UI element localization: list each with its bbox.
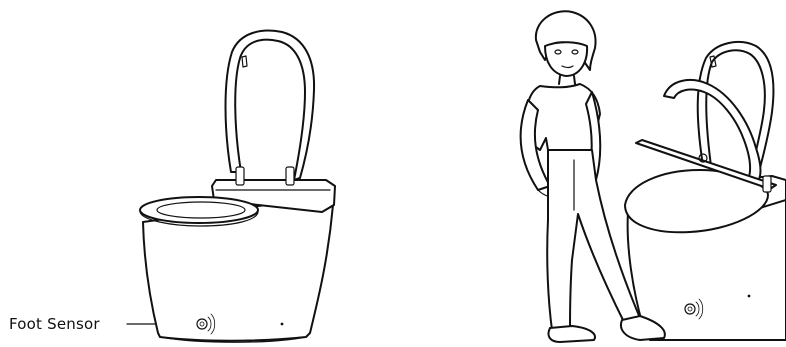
toilet-right [625, 42, 786, 340]
person-shoe-back [548, 326, 595, 342]
toilet-left-hinge-1 [236, 167, 244, 185]
person-face [545, 42, 587, 76]
toilet-left [127, 31, 335, 343]
toilet-left-hinge-2 [286, 167, 294, 185]
person-pants [547, 150, 640, 330]
toilet-right-dot [748, 295, 751, 298]
toilet-right-lid [698, 42, 774, 168]
toilet-left-lid [226, 31, 315, 180]
toilet-left-seat [140, 197, 258, 223]
toilet-left-dot [281, 323, 284, 326]
